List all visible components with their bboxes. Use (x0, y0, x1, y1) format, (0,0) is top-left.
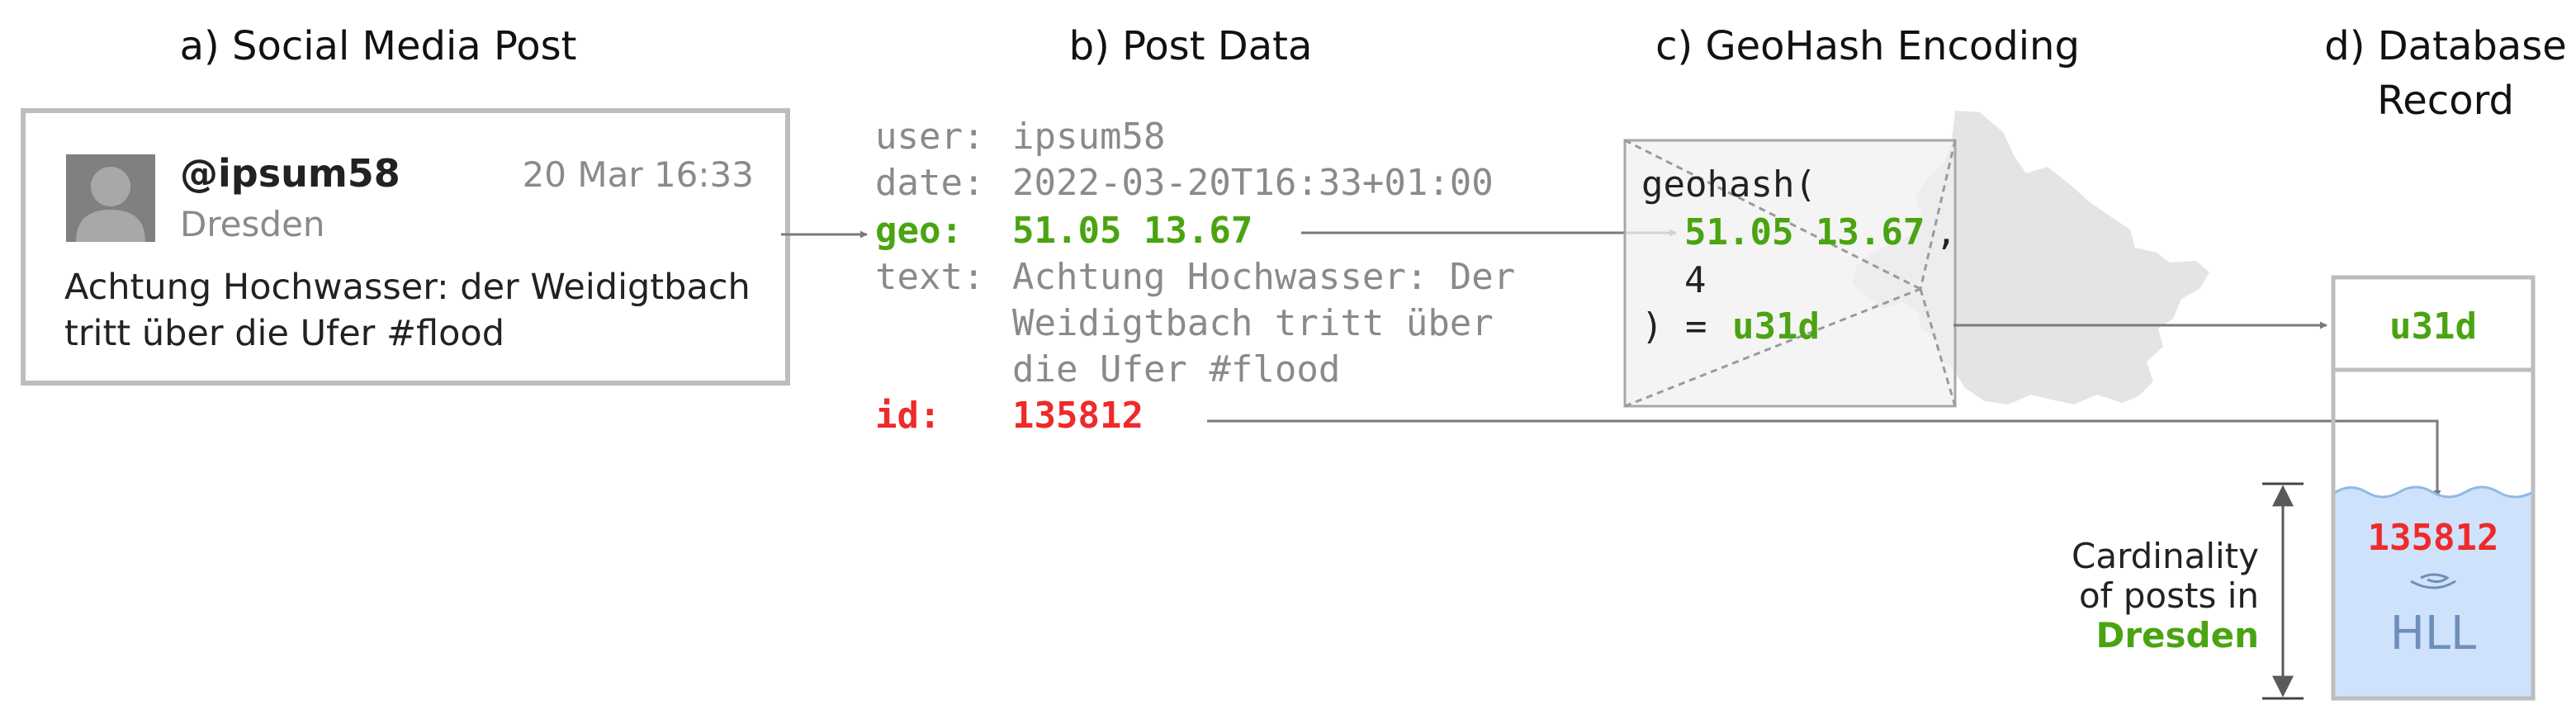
record-water (2333, 487, 2533, 698)
geohash-result-prefix: ) = (1641, 305, 1707, 348)
field-text-line1: Achtung Hochwasser: Der (1012, 256, 1515, 298)
heading-database-record-line1: d) Database (2324, 23, 2566, 69)
post-username: @ipsum58 (180, 151, 400, 196)
heading-social-media-post: a) Social Media Post (180, 23, 577, 69)
avatar (66, 154, 155, 242)
arrow-id-to-record (1207, 419, 2441, 498)
field-date-value: 2022-03-20T16:33+01:00 (1012, 162, 1494, 204)
heading-post-data: b) Post Data (1069, 23, 1313, 69)
hll-swirl-icon (2410, 573, 2456, 589)
heading-geohash-encoding: c) GeoHash Encoding (1655, 23, 2080, 69)
heading-database-record-line2: Record (2377, 78, 2514, 124)
social-media-post-card: @ipsum58 20 Mar 16:33 Dresden Achtung Ho… (21, 108, 790, 386)
record-container (2331, 275, 2536, 701)
cardinality-bracket (2262, 482, 2304, 700)
field-user-value: ipsum58 (1012, 116, 1165, 158)
post-data-block: user: ipsum58 date: 2022-03-20T16:33+01:… (875, 116, 1515, 437)
geohash-result: u31d (1732, 305, 1820, 348)
post-text-line2: tritt über die Ufer #flood (64, 313, 504, 354)
geohash-comma: , (1935, 211, 1958, 253)
field-text-line3: die Ufer #flood (1012, 348, 1340, 390)
field-geo-value: 51.05 13.67 (1012, 210, 1252, 252)
cardinality-label-line2: of posts in (2079, 575, 2259, 616)
cardinality-label-line3: Dresden (2095, 615, 2259, 655)
database-record: u31d 135812 HLL (2331, 275, 2536, 701)
post-timestamp: 20 Mar 16:33 (523, 154, 754, 195)
field-id-value: 135812 (1012, 395, 1144, 437)
field-user-key: user: (875, 116, 984, 158)
record-key: u31d (2389, 305, 2477, 348)
field-text-key: text: (875, 256, 984, 298)
cardinality-label-line1: Cardinality (2072, 536, 2259, 576)
record-hll-label: HLL (2390, 607, 2477, 660)
field-date-key: date: (875, 162, 984, 204)
record-id: 135812 (2368, 517, 2499, 559)
field-text-line2: Weidigtbach tritt über (1012, 302, 1494, 344)
geohash-coords: 51.05 13.67 (1684, 211, 1925, 253)
post-text-line1: Achtung Hochwasser: der Weidigtbach (64, 267, 751, 308)
geohash-panel: geohash( 51.05 13.67 , 4 ) = u31d (1623, 111, 2209, 408)
geohash-precision: 4 (1684, 259, 1707, 301)
post-location: Dresden (180, 204, 325, 244)
field-id-key: id: (875, 395, 940, 437)
geohash-cell (1623, 139, 1957, 408)
geohash-func-label: geohash( (1641, 163, 1816, 206)
geohash-diagonals (1624, 139, 1957, 408)
record-water-surface (2332, 485, 2534, 499)
field-geo-key: geo: (875, 210, 963, 252)
